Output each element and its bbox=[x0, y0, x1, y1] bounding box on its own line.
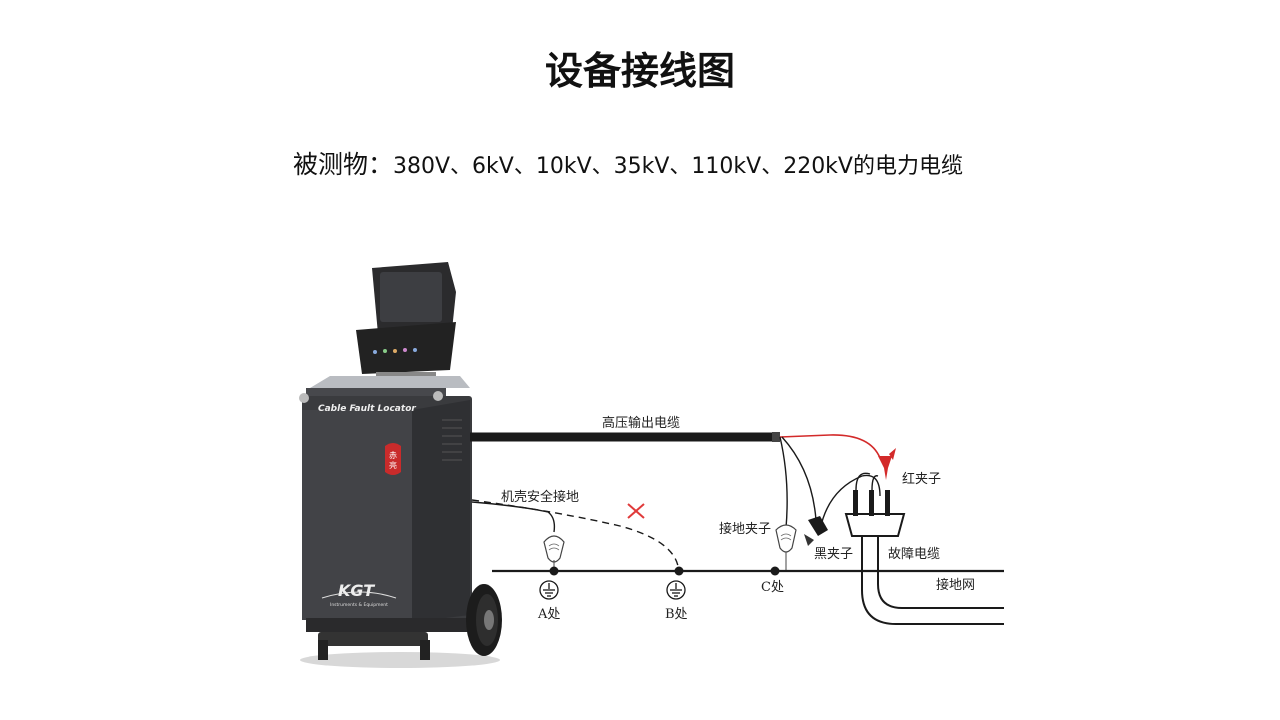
red-clamp-icon bbox=[878, 448, 896, 480]
seal-stamp-icon: 赤 亮 bbox=[385, 443, 401, 475]
fault-cable-terminal bbox=[844, 472, 906, 537]
ground-clamp-wire bbox=[779, 436, 788, 529]
black-clamp-icon bbox=[804, 516, 828, 546]
hv-output-cable bbox=[470, 432, 780, 442]
red-wire bbox=[779, 434, 881, 459]
chassis-ground-dashed-wire bbox=[471, 499, 679, 567]
point-c-label: C处 bbox=[761, 580, 784, 595]
black-clamp-label: 黑夹子 bbox=[814, 547, 853, 562]
svg-text:KGT: KGT bbox=[338, 581, 375, 600]
chassis-ground-label: 机壳安全接地 bbox=[501, 489, 579, 505]
point-a-label: A处 bbox=[537, 607, 560, 622]
node-a bbox=[549, 566, 559, 576]
black-clamp-wire bbox=[781, 436, 817, 521]
kgt-logo: KGT Instruments & Equipment bbox=[321, 581, 397, 608]
svg-text:Instruments & Equipment: Instruments & Equipment bbox=[330, 602, 388, 608]
svg-text:赤: 赤 bbox=[389, 451, 397, 460]
point-b-label: B处 bbox=[665, 607, 688, 622]
svg-text:亮: 亮 bbox=[389, 460, 397, 470]
test-object-line: 被测物：380V、6kV、10kV、35kV、110kV、220kV的电力电缆 bbox=[0, 145, 1256, 181]
cable-fault-locator-device: Cable Fault Locator 赤 亮 KGT Instruments … bbox=[299, 262, 502, 668]
ground-clamp-label: 接地夹子 bbox=[719, 521, 771, 537]
test-object-text: 380V、6kV、10kV、35kV、110kV、220kV的电力电缆 bbox=[393, 154, 963, 179]
node-c bbox=[770, 566, 780, 576]
wheel-icon bbox=[466, 584, 502, 656]
page-title: 设备接线图 bbox=[544, 49, 735, 93]
test-object-label: 被测物： bbox=[293, 150, 394, 179]
device-model-label: Cable Fault Locator bbox=[318, 404, 416, 414]
a-ground-clamp-icon bbox=[543, 535, 565, 571]
indicator-lights-icon bbox=[373, 348, 417, 354]
ground-clamp-icon bbox=[775, 524, 797, 572]
ground-symbol-a-icon bbox=[539, 580, 559, 600]
fault-cable-label: 故障电缆 bbox=[888, 546, 940, 562]
node-b bbox=[674, 566, 684, 576]
red-clamp-label: 红夹子 bbox=[902, 471, 941, 487]
hv-cable-label: 高压输出电缆 bbox=[602, 415, 680, 431]
ground-symbol-b-icon bbox=[666, 580, 686, 600]
fault-cable bbox=[861, 536, 1004, 625]
ground-net-label: 接地网 bbox=[936, 577, 975, 593]
cross-mark-icon bbox=[627, 503, 645, 519]
